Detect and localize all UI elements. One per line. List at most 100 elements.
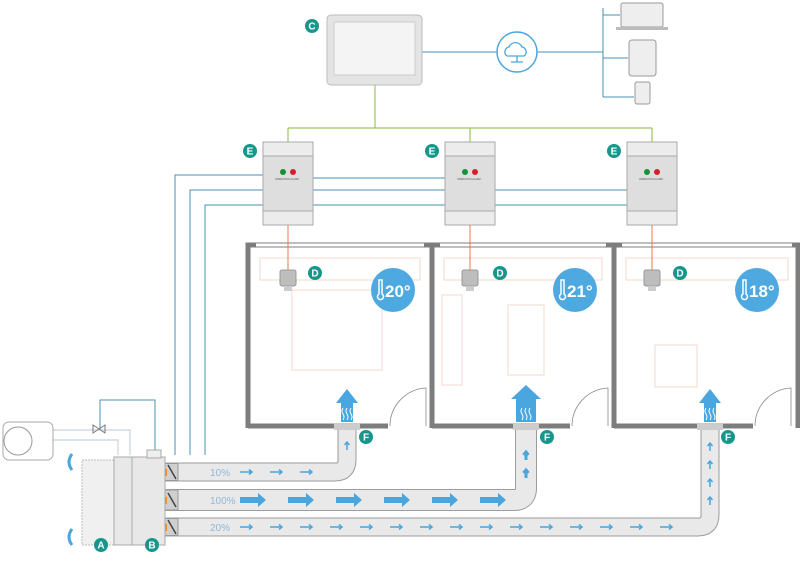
laptop-icon bbox=[620, 2, 664, 28]
zone-controller-2: OPERATION ALARM bbox=[444, 141, 496, 226]
airflow-arrow bbox=[480, 493, 506, 507]
devices: OPERATION ALARM OPERATION ALARM OPERATION … bbox=[2, 2, 678, 546]
supply-air-icon bbox=[336, 389, 358, 422]
airflow-arrow bbox=[660, 523, 674, 531]
label-f: F bbox=[544, 433, 550, 444]
airflow-arrow bbox=[240, 468, 254, 476]
airflow-percent: 10% bbox=[210, 468, 230, 479]
zone-controller-3: OPERATION ALARM bbox=[626, 141, 678, 226]
airflow-wave bbox=[349, 407, 353, 421]
temperature-badge bbox=[371, 268, 415, 312]
damper-blade bbox=[167, 519, 177, 535]
room-sensor bbox=[279, 269, 297, 287]
ducts: 10% 100% 20% bbox=[149, 385, 723, 537]
airflow-arrow bbox=[288, 493, 314, 507]
room-temperature: 21° bbox=[567, 282, 593, 301]
zone-controller-1: OPERATION ALARM bbox=[262, 141, 314, 226]
terminal-block bbox=[444, 210, 496, 226]
airflow-wave bbox=[704, 407, 708, 421]
airflow-arrow bbox=[270, 468, 284, 476]
return-air-arrow bbox=[67, 453, 74, 546]
outdoor-unit bbox=[2, 421, 54, 461]
damper-blade bbox=[167, 464, 177, 480]
door bbox=[754, 387, 792, 427]
tablet-icon bbox=[628, 39, 657, 77]
room-temperature: 18° bbox=[749, 282, 775, 301]
cloud-link-line bbox=[422, 8, 634, 98]
label-e-badge bbox=[425, 144, 439, 158]
furniture bbox=[625, 257, 789, 281]
vent-grille bbox=[513, 423, 539, 430]
label-d-badge bbox=[493, 266, 507, 280]
room-sensor bbox=[643, 269, 661, 287]
airflow-arrow bbox=[300, 523, 314, 531]
valve-icon bbox=[92, 424, 106, 434]
airflow-wave bbox=[524, 407, 528, 421]
supply-air-icon bbox=[699, 389, 721, 422]
airflow-percent: 20% bbox=[210, 523, 230, 534]
thermometer-icon bbox=[558, 279, 567, 301]
airflow-arrow bbox=[450, 523, 464, 531]
plenum-box bbox=[131, 456, 166, 546]
label-f-badge bbox=[721, 430, 735, 444]
table bbox=[654, 344, 698, 388]
label-d-badge bbox=[673, 266, 687, 280]
airflow-arrow bbox=[343, 440, 351, 450]
duct bbox=[165, 430, 356, 481]
label-d-badge bbox=[308, 266, 322, 280]
label-c: C bbox=[308, 22, 315, 33]
airflow-arrow bbox=[706, 477, 714, 487]
supply-air-icon bbox=[511, 385, 541, 422]
damper-blade bbox=[167, 492, 177, 508]
sensor-connector bbox=[466, 286, 474, 291]
airflow-wave bbox=[341, 407, 345, 421]
operation-led bbox=[280, 169, 286, 175]
refrigerant-line bbox=[52, 429, 131, 455]
floor-plan: 20° 21° 18° bbox=[245, 225, 800, 429]
room-sensor bbox=[461, 269, 479, 287]
label-e-badge bbox=[243, 144, 257, 158]
label-d: D bbox=[311, 269, 318, 280]
air-handler-module bbox=[113, 456, 133, 546]
alarm-led bbox=[472, 169, 478, 175]
airflow-wave bbox=[708, 407, 712, 421]
airflow-arrow bbox=[510, 523, 524, 531]
controller-text: OPERATION ALARM bbox=[457, 178, 481, 181]
airflow-percent: 100% bbox=[210, 496, 236, 507]
alarm-led bbox=[290, 169, 296, 175]
duct bbox=[165, 430, 536, 510]
airflow-arrow bbox=[630, 523, 644, 531]
terminal-block bbox=[262, 141, 314, 157]
laptop-base bbox=[616, 27, 668, 30]
airflow-arrow bbox=[420, 523, 434, 531]
airflow-arrow bbox=[522, 449, 530, 460]
label-f: F bbox=[725, 433, 731, 444]
thermometer-icon bbox=[740, 279, 749, 301]
airflow-arrow bbox=[480, 523, 494, 531]
temperature-badge bbox=[735, 268, 779, 312]
furniture bbox=[259, 257, 421, 281]
airflow-wave bbox=[528, 407, 532, 421]
label-a-badge bbox=[94, 538, 108, 552]
cloud-icon-ring bbox=[496, 31, 538, 73]
terminal-block bbox=[262, 210, 314, 226]
controller-text: OPERATION ALARM bbox=[275, 178, 299, 181]
airflow-arrow bbox=[390, 523, 404, 531]
label-c-badge bbox=[305, 19, 319, 33]
controller-text: OPERATION ALARM bbox=[639, 178, 663, 181]
label-e: E bbox=[247, 147, 254, 158]
label-b: B bbox=[148, 541, 155, 552]
airflow-arrow bbox=[240, 523, 254, 531]
sensor-connector bbox=[284, 286, 292, 291]
airflow-wave bbox=[345, 407, 349, 421]
airflow-arrow bbox=[270, 523, 284, 531]
room-1: 20° bbox=[245, 225, 435, 429]
airflow-arrow bbox=[360, 523, 374, 531]
airflow-arrow bbox=[330, 523, 344, 531]
smartphone-icon bbox=[634, 81, 651, 105]
air-handler-unit bbox=[81, 459, 118, 546]
thermometer-icon bbox=[376, 279, 385, 301]
door bbox=[571, 387, 609, 427]
